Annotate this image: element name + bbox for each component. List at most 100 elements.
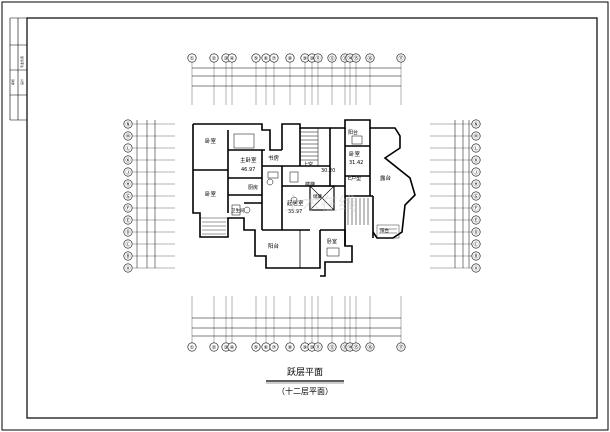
title-block-cell-1: 专业负责 xyxy=(19,56,24,68)
room-master-bedroom: 主卧室 xyxy=(240,156,257,164)
bottom-axis-bubble: ⑩ xyxy=(310,345,315,351)
left-axis-bubble-circle xyxy=(123,239,133,249)
right-axis-bubble: Ⓗ xyxy=(473,181,478,188)
left-axis-bubble-circle xyxy=(123,203,133,213)
right-axis-bubble: Ⓜ xyxy=(473,133,478,140)
room-study: 书房 xyxy=(268,154,280,162)
top-axis-bubble: ④ xyxy=(230,56,235,62)
room-terrace: 露台 xyxy=(380,174,392,182)
right-axis-bubble: Ⓖ xyxy=(473,193,478,200)
room-bedroom-c: 卧室 xyxy=(349,150,361,158)
left-axis-bubble-circle xyxy=(123,251,133,261)
title-block-cell-3: 设计 xyxy=(19,79,24,85)
bottom-axis-bubble: ① xyxy=(190,345,195,351)
room-bathroom: 卫生间 xyxy=(231,207,245,214)
room-storage: 储藏 xyxy=(313,193,322,200)
bottom-axis-bubble: ⑬ xyxy=(342,344,347,351)
top-axis-bubble: ⑨ xyxy=(303,56,307,62)
top-axis-bubble: ⑥ xyxy=(264,56,269,62)
room-living-area: 35.97 xyxy=(288,209,302,215)
watermark: 土木在线 xyxy=(284,194,356,215)
top-axis-bubble: ⑭ xyxy=(347,55,352,62)
top-axis-bubble: ⑰ xyxy=(398,55,403,62)
balcony-railing-hatch xyxy=(199,217,400,239)
right-axis-bubble: Ⓛ xyxy=(473,145,478,152)
room-area-label: 30.20 xyxy=(321,168,335,174)
bottom-axis-bubble: ⑪ xyxy=(315,344,320,351)
room-upper-space: 上空 xyxy=(303,161,313,168)
left-axis-bubble-circle xyxy=(123,215,133,225)
left-axis-bubble: Ⓙ xyxy=(125,169,130,176)
floor-plan-walls xyxy=(192,119,416,277)
room-bedroom-a: 卧室 xyxy=(205,137,217,145)
left-axis-bubble-circle xyxy=(123,263,133,273)
right-axis-bubble: Ⓝ xyxy=(473,121,478,128)
left-axis-bubble: Ⓓ xyxy=(125,229,130,236)
room-kitchen: 厨房 xyxy=(248,184,258,191)
bottom-axis-bubble: ⑫ xyxy=(329,344,334,351)
right-axis-bubble: Ⓚ xyxy=(473,157,478,164)
dimension-lines xyxy=(133,62,472,343)
top-axis-bubble: ⑦ xyxy=(272,56,277,62)
left-axis-bubble: Ⓚ xyxy=(125,157,130,164)
right-axis-bubble: Ⓑ xyxy=(473,253,478,260)
left-axis-bubble: Ⓒ xyxy=(125,241,130,248)
top-axis-bubble: ③ xyxy=(224,56,228,62)
top-axis-bubble: ⑩ xyxy=(310,56,315,62)
title-block: 专业负责 审核 设计 xyxy=(9,17,27,121)
right-axis-bubble: Ⓔ xyxy=(473,217,478,224)
room-bedroom-c-area: 31.42 xyxy=(349,160,363,166)
room-balcony-c: 阳台 xyxy=(380,227,389,234)
top-axis-bubble: ⑤ xyxy=(254,56,258,62)
fixtures xyxy=(231,133,363,257)
room-balcony-a: 阳台 xyxy=(348,129,358,136)
title-block-cell-2: 审核 xyxy=(10,79,15,85)
left-axis-bubble: Ⓝ xyxy=(125,121,130,128)
right-axis-bubble: Ⓐ xyxy=(473,265,478,272)
left-axis-bubble: Ⓖ xyxy=(125,193,130,200)
bottom-axis-bubble: ③ xyxy=(224,345,228,351)
bottom-axis-bubble: ⑥ xyxy=(264,345,269,351)
left-axis-bubble: Ⓗ xyxy=(125,181,130,188)
left-axis-bubble-circle xyxy=(123,143,133,153)
sheet-inner-border xyxy=(26,17,598,419)
room-living: 起居室 xyxy=(287,199,304,207)
drawing-subtitle: （十二层平面） xyxy=(277,386,333,396)
left-axis-bubble: Ⓐ xyxy=(125,265,130,272)
right-axis-bubble: Ⓓ xyxy=(473,229,478,236)
bottom-axis-bubble: ⑰ xyxy=(398,344,403,351)
left-axis-bubble-circle xyxy=(123,119,133,129)
left-axis-bubble-circle xyxy=(123,179,133,189)
bottom-axis-bubble: ② xyxy=(212,345,217,351)
bottom-axis-bubble: ⑮ xyxy=(353,344,358,351)
top-axis-bubble: ⑫ xyxy=(329,55,334,62)
bottom-axis-bubble: ⑤ xyxy=(254,345,258,351)
left-axis-bubble: Ⓜ xyxy=(125,133,130,140)
left-axis-bubble-circle xyxy=(123,227,133,237)
top-axis-bubble: ⑧ xyxy=(288,56,293,62)
bottom-axis-bubble: ⑦ xyxy=(272,345,277,351)
bottom-axis-bubble: ⑭ xyxy=(347,344,352,351)
right-axis-bubble: Ⓕ xyxy=(473,205,478,212)
room-bedroom-b: 卧室 xyxy=(205,190,217,198)
right-axis-bubble: Ⓙ xyxy=(473,169,478,176)
left-axis-bubble-circle xyxy=(123,191,133,201)
left-axis-bubble: Ⓛ xyxy=(125,145,130,152)
left-axis-bubble-circle xyxy=(123,167,133,177)
room-master-area: 46.97 xyxy=(241,167,255,173)
left-axis-bubble-circle xyxy=(123,131,133,141)
top-axis-bubble: ⑬ xyxy=(342,55,347,62)
top-axis-bubble: ② xyxy=(212,56,217,62)
bottom-axis-bubble: ⑨ xyxy=(303,345,307,351)
stair-treads xyxy=(300,128,369,225)
top-axis-bubble: ① xyxy=(190,56,195,62)
room-labels: 卧室 卧室 主卧室 46.97 书房 卫生间 起居室 35.97 楼梯 30.2… xyxy=(205,129,392,250)
bottom-axis-bubble: ⑧ xyxy=(288,345,293,351)
drawing-title: 跃层平面 xyxy=(287,367,323,378)
